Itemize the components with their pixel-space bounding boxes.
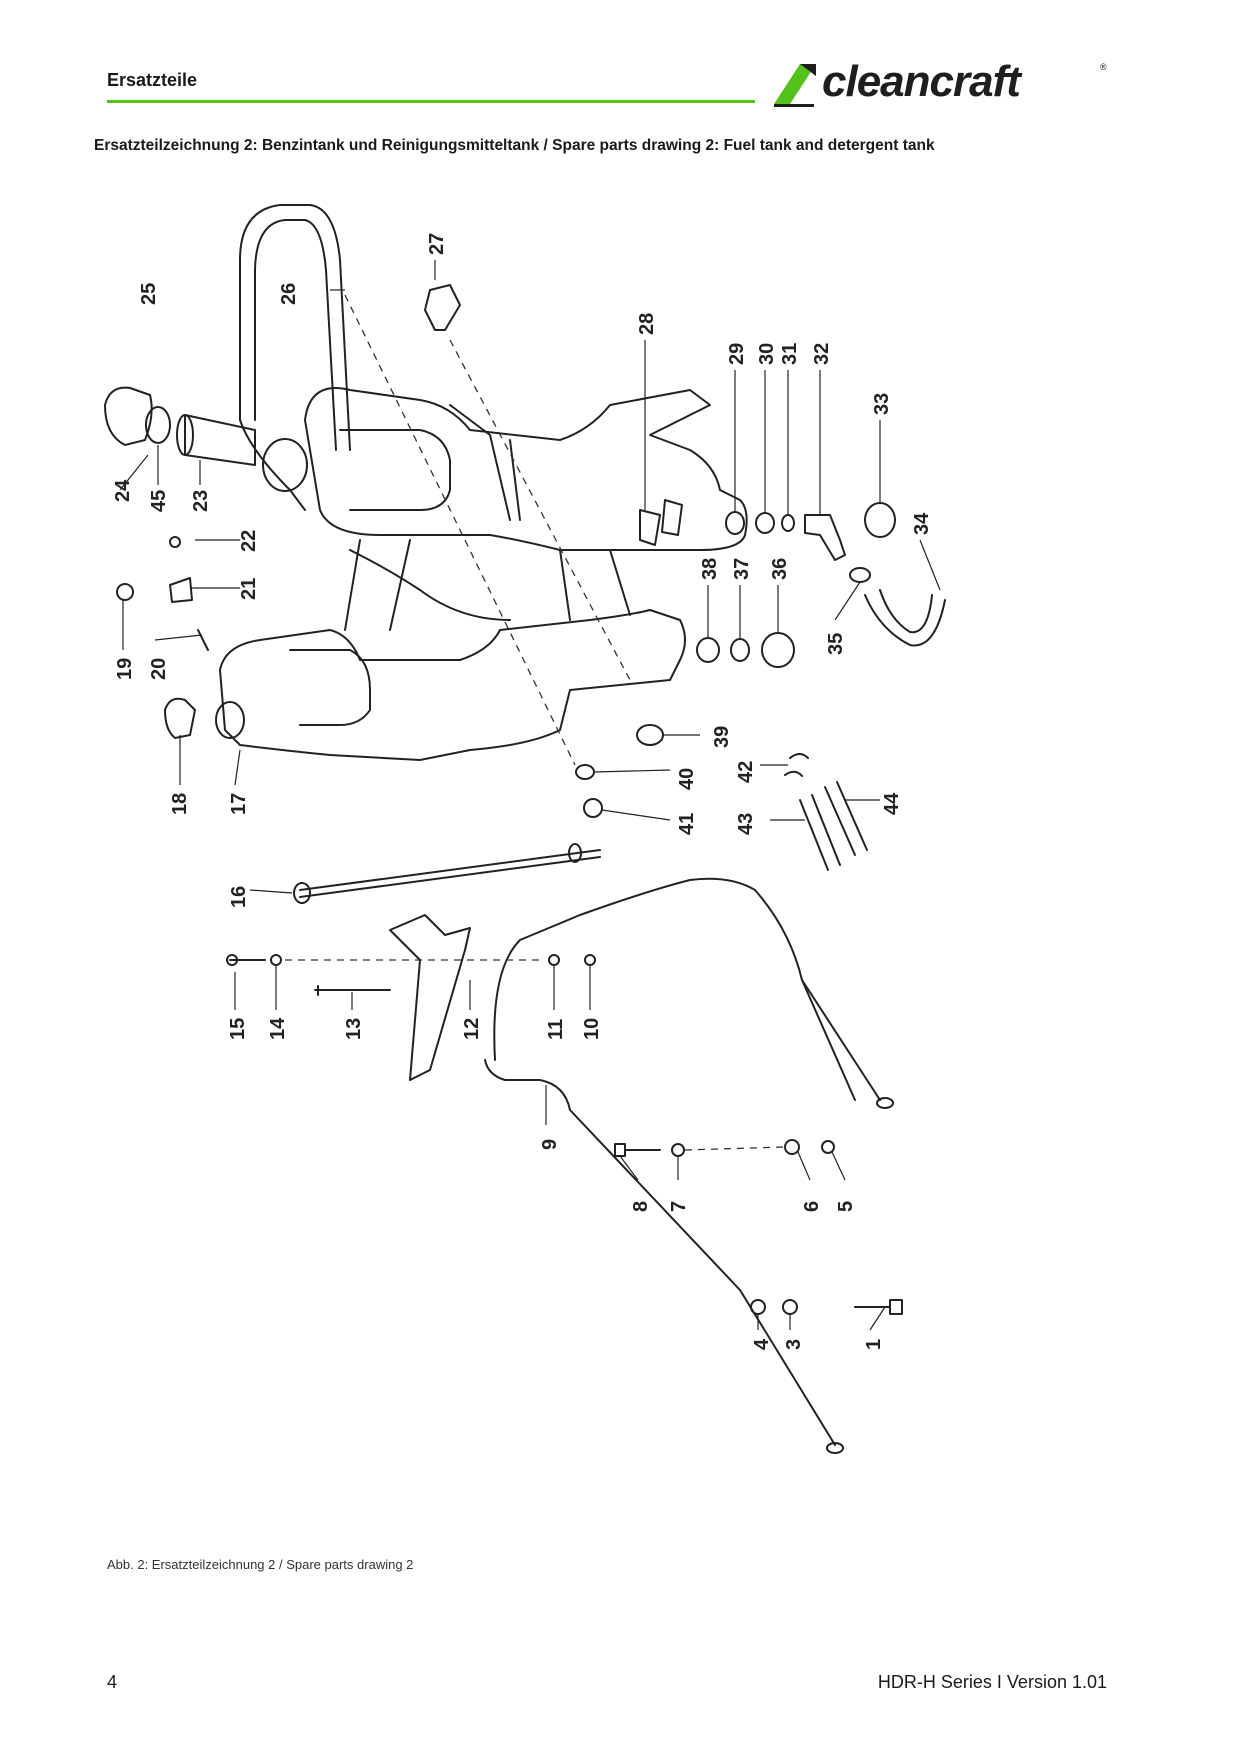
label-37: 37 xyxy=(731,558,753,580)
part-washer-3 xyxy=(782,1299,798,1315)
label-15: 15 xyxy=(227,1018,249,1040)
label-5: 5 xyxy=(835,1201,857,1212)
label-19: 19 xyxy=(114,658,136,680)
label-1: 1 xyxy=(863,1339,885,1350)
brand-logo: cleancraft ® xyxy=(770,57,1110,108)
drawing-title: Ersatzteilzeichnung 2: Benzintank und Re… xyxy=(94,137,935,154)
label-36: 36 xyxy=(769,558,791,580)
brand-wordmark: cleancraft xyxy=(822,57,1021,106)
spare-parts-drawing: 1 3 4 5 6 7 8 9 10 11 12 13 14 15 16 17 … xyxy=(104,204,946,1454)
label-23: 23 xyxy=(190,490,212,512)
part-36 xyxy=(761,632,795,668)
label-9: 9 xyxy=(539,1139,561,1150)
document-version: HDR-H Series I Version 1.01 xyxy=(877,1672,1107,1692)
part-handle-upper xyxy=(239,204,351,451)
label-31: 31 xyxy=(779,343,801,365)
label-32: 32 xyxy=(811,343,833,365)
part-washer-11 xyxy=(548,954,560,966)
part-35 xyxy=(849,567,871,583)
part-42 xyxy=(784,753,809,777)
part-washer-7 xyxy=(671,1143,685,1157)
label-34: 34 xyxy=(911,512,933,535)
part-filter-23 xyxy=(184,414,256,466)
part-37 xyxy=(730,638,750,662)
part-nut-4 xyxy=(750,1299,766,1315)
part-fittings-28 xyxy=(639,499,683,546)
label-6: 6 xyxy=(801,1201,823,1212)
label-27: 27 xyxy=(426,233,448,255)
label-28: 28 xyxy=(636,313,658,335)
part-30 xyxy=(755,512,775,534)
label-45: 45 xyxy=(148,490,170,512)
label-26: 26 xyxy=(278,283,300,305)
part-washer-6 xyxy=(784,1139,800,1155)
part-nut-5 xyxy=(821,1140,835,1154)
part-washer-14 xyxy=(270,954,282,966)
label-7: 7 xyxy=(668,1201,690,1212)
label-4: 4 xyxy=(751,1338,773,1350)
part-pin-13 xyxy=(314,985,391,996)
label-44: 44 xyxy=(881,792,903,815)
part-38 xyxy=(696,637,720,663)
label-29: 29 xyxy=(726,343,748,365)
part-32 xyxy=(804,514,846,561)
part-33 xyxy=(864,502,896,538)
part-gasket-45 xyxy=(145,406,171,444)
part-20 xyxy=(197,629,209,651)
figure-caption: Abb. 2: Ersatzteilzeichnung 2 / Spare pa… xyxy=(107,1557,414,1572)
brand-logo-icon xyxy=(774,64,816,107)
part-hose-34 xyxy=(864,589,946,647)
part-frame-9 xyxy=(484,877,881,1446)
part-39 xyxy=(636,724,664,746)
label-3: 3 xyxy=(783,1339,805,1350)
label-43: 43 xyxy=(735,813,757,835)
part-19 xyxy=(116,583,134,601)
label-12: 12 xyxy=(461,1018,483,1040)
label-8: 8 xyxy=(630,1201,652,1212)
part-cap-18 xyxy=(164,697,196,739)
label-17: 17 xyxy=(228,793,250,815)
part-filler-neck-lower xyxy=(215,701,245,739)
label-11: 11 xyxy=(545,1019,567,1040)
part-bracket-12 xyxy=(389,914,471,1081)
part-detergent-tank xyxy=(219,609,686,761)
label-33: 33 xyxy=(871,393,893,415)
page-number: 4 xyxy=(107,1672,118,1692)
part-22 xyxy=(169,536,181,548)
label-39: 39 xyxy=(711,726,733,748)
label-21: 21 xyxy=(238,578,260,600)
part-fuel-tank xyxy=(304,387,748,551)
label-18: 18 xyxy=(169,793,191,815)
label-41: 41 xyxy=(676,813,698,835)
label-30: 30 xyxy=(756,343,778,365)
label-13: 13 xyxy=(343,1018,365,1040)
part-cap-24 xyxy=(104,386,153,446)
part-labels: 1 3 4 5 6 7 8 9 10 11 12 13 14 15 16 17 … xyxy=(112,233,933,1350)
part-31 xyxy=(781,514,795,532)
part-43 xyxy=(799,794,841,871)
part-41 xyxy=(583,798,603,818)
label-40: 40 xyxy=(676,768,698,790)
part-29 xyxy=(725,511,745,535)
label-10: 10 xyxy=(581,1018,603,1040)
part-44 xyxy=(824,781,868,856)
label-25: 25 xyxy=(138,283,160,305)
registered-mark: ® xyxy=(1100,62,1107,72)
part-rod-16 xyxy=(299,849,601,898)
label-24: 24 xyxy=(112,479,134,502)
label-22: 22 xyxy=(238,530,260,552)
label-38: 38 xyxy=(699,558,721,580)
label-16: 16 xyxy=(228,886,250,908)
part-40 xyxy=(575,764,595,780)
part-nut-10 xyxy=(584,954,596,966)
label-35: 35 xyxy=(825,633,847,655)
label-42: 42 xyxy=(735,761,757,783)
label-14: 14 xyxy=(267,1017,289,1040)
label-20: 20 xyxy=(148,658,170,680)
section-title: Ersatzteile xyxy=(107,70,198,90)
part-filler-neck-upper xyxy=(262,438,308,492)
part-fitting-27 xyxy=(424,284,461,331)
part-21 xyxy=(169,577,193,603)
header-rule xyxy=(107,100,755,103)
